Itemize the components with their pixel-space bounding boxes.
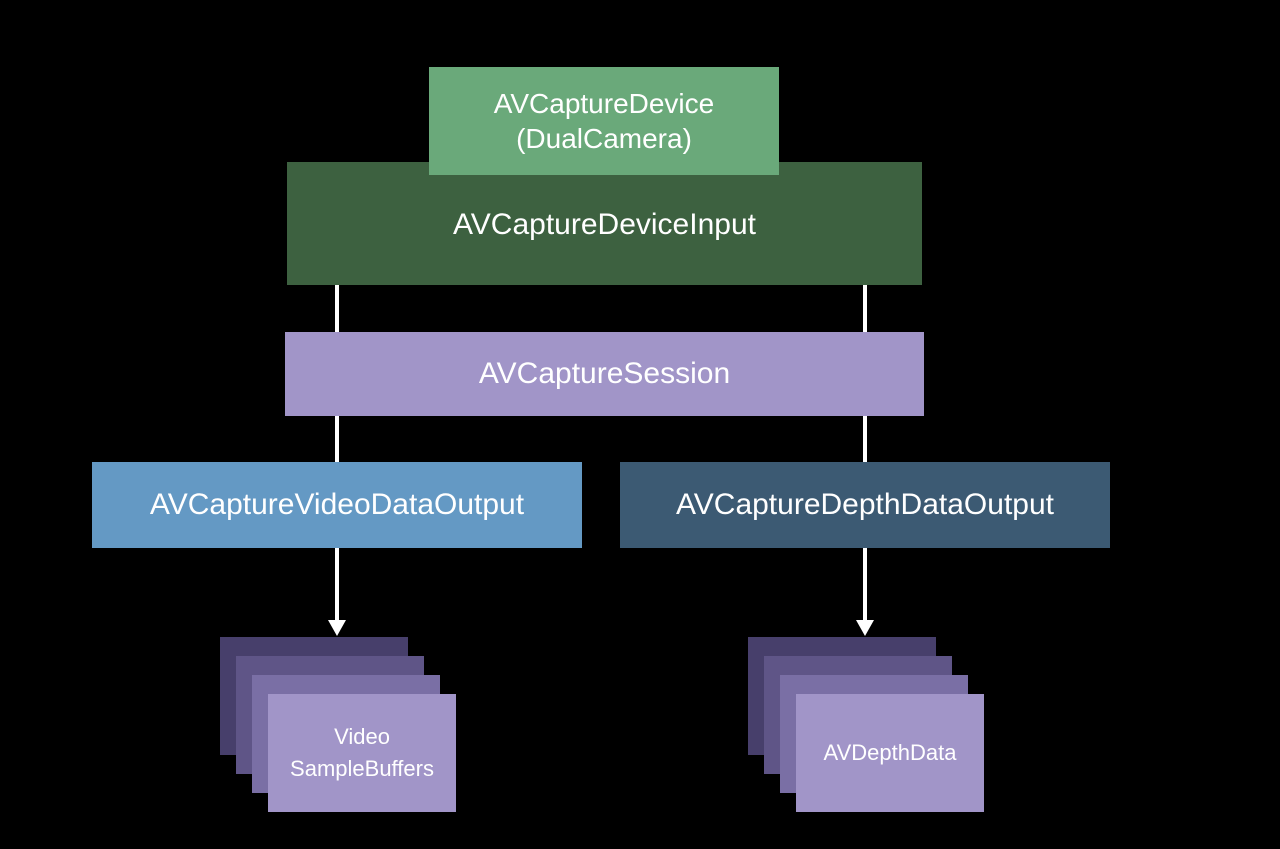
connector-input-to-session-left xyxy=(335,285,339,332)
arrowhead-depth-data xyxy=(856,620,874,636)
connector-session-to-video-output xyxy=(335,416,339,463)
session-label: AVCaptureSession xyxy=(478,357,731,391)
depth-output-box: AVCaptureDepthDataOutput xyxy=(620,462,1110,548)
device-label-line2: (DualCamera) xyxy=(516,123,692,154)
device-box: AVCaptureDevice (DualCamera) xyxy=(429,67,779,175)
session-box: AVCaptureSession xyxy=(285,332,924,416)
video-buffers-line2: SampleBuffers xyxy=(290,756,434,781)
depth-data-text: AVDepthData xyxy=(823,740,957,766)
connector-input-to-session-right xyxy=(863,285,867,332)
video-buffers-line1: Video xyxy=(334,724,390,750)
depth-output-label: AVCaptureDepthDataOutput xyxy=(675,488,1054,522)
device-input-box: AVCaptureDeviceInput xyxy=(287,162,922,285)
video-output-box: AVCaptureVideoDataOutput xyxy=(92,462,582,548)
depth-data-label: AVDepthData xyxy=(796,694,984,812)
video-output-label: AVCaptureVideoDataOutput xyxy=(149,488,525,522)
arrowhead-video-buffers xyxy=(328,620,346,636)
video-buffer-card-front xyxy=(268,694,456,812)
arrow-video-output-to-buffers xyxy=(335,548,339,622)
device-label-line1: AVCaptureDevice xyxy=(493,88,715,119)
video-buffers-label: Video SampleBuffers xyxy=(268,694,456,812)
arrow-depth-output-to-depth-data xyxy=(863,548,867,622)
connector-session-to-depth-output xyxy=(863,416,867,463)
device-input-label: AVCaptureDeviceInput xyxy=(453,207,756,241)
depth-data-card-front xyxy=(796,694,984,812)
